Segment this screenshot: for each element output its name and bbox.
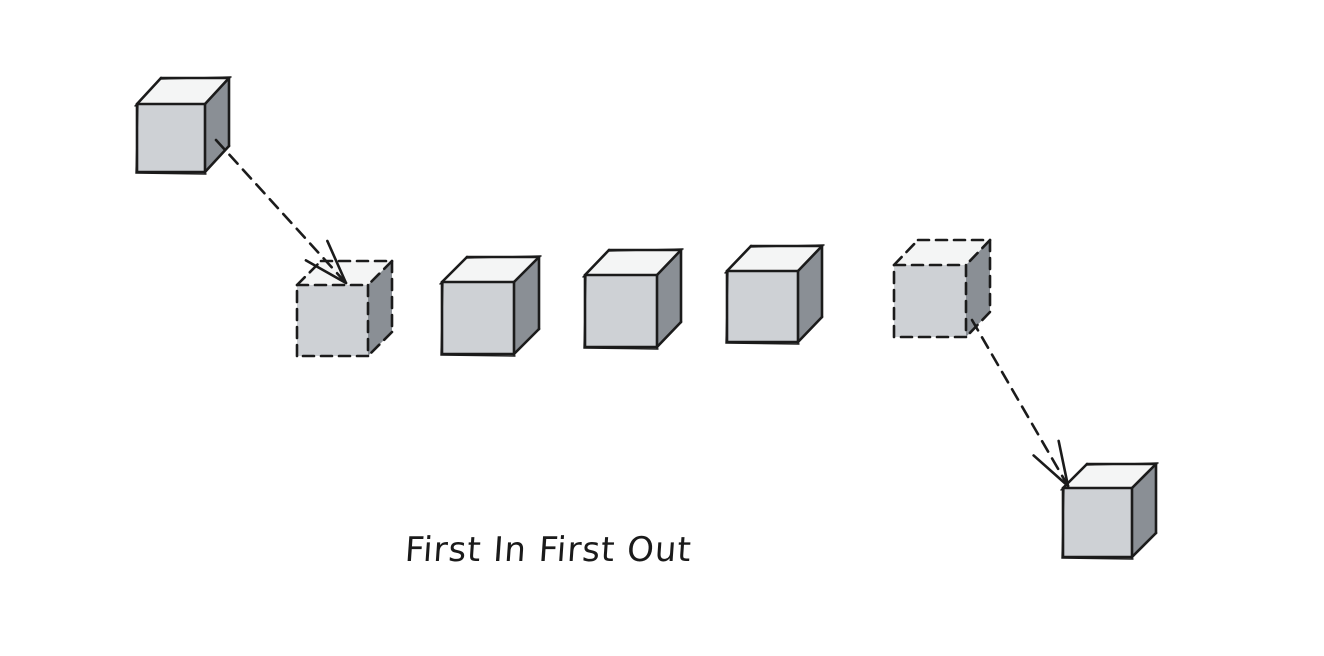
dequeue-arrow (970, 318, 1070, 488)
cube-edge (366, 259, 394, 287)
cube-sketch-stroke (582, 248, 684, 278)
cube-front-face (1063, 488, 1132, 557)
cube-edge (203, 144, 231, 174)
cube-top-face (442, 257, 539, 282)
cube-edge (655, 320, 683, 349)
cube-front-face (894, 265, 966, 337)
queue-cube-3 (724, 244, 825, 345)
cube-top-face (297, 261, 392, 285)
arrow-shaft (214, 138, 348, 285)
queue-slot-enqueue-cube (295, 259, 394, 358)
cube-top-face (894, 240, 990, 265)
cube-side-face (798, 246, 822, 342)
cube-edge (366, 330, 394, 358)
cube-top-face (585, 250, 681, 275)
arrow-head-stroke (1032, 454, 1070, 488)
cube-edge (295, 259, 323, 287)
cube-side-face (1132, 464, 1156, 557)
incoming-cube (134, 76, 232, 175)
arrow-head-stroke (1057, 439, 1070, 488)
cube-sketch-stroke (134, 76, 232, 107)
cube-sketch-stroke (1061, 486, 1134, 560)
cube-edge (512, 327, 541, 356)
cube-side-face (657, 250, 681, 347)
cube-edge (796, 244, 824, 273)
cube-side-face (966, 240, 990, 337)
cube-edge (512, 255, 541, 284)
cube-side-face (514, 257, 539, 354)
cube-top-face (727, 246, 822, 271)
cube-edge (655, 248, 683, 277)
cube-edge (964, 310, 992, 339)
cube-front-face (442, 282, 514, 354)
queue-cube-2 (582, 248, 684, 350)
cube-edge (1130, 462, 1158, 490)
arrow-head-stroke (304, 259, 348, 285)
cube-front-face (727, 271, 798, 342)
queue-slot-dequeue-cube (892, 238, 992, 339)
cube-edge (1130, 531, 1158, 559)
cube-edge (203, 76, 231, 106)
enqueue-arrow (214, 138, 348, 285)
arrow-head-stroke (326, 239, 348, 285)
outgoing-cube (1060, 462, 1159, 560)
cube-top-face (137, 78, 229, 104)
arrow-shaft (970, 318, 1070, 488)
cube-sketch-stroke (440, 280, 516, 357)
cube-sketch-stroke (583, 273, 659, 350)
cube-edge (796, 315, 824, 344)
cube-front-face (585, 275, 657, 347)
cube-sketch-stroke (724, 244, 825, 274)
cube-sketch-stroke (725, 269, 800, 345)
cube-front-face (137, 104, 205, 172)
cube-sketch-stroke (439, 255, 542, 285)
cube-top-face (1063, 464, 1156, 488)
cube-edge (892, 238, 920, 267)
diagram-caption: First In First Out (403, 530, 694, 570)
cube-front-face (297, 285, 368, 356)
cube-edge (964, 238, 992, 267)
queue-cube-1 (439, 255, 542, 357)
cube-sketch-stroke (135, 102, 207, 175)
cube-side-face (368, 261, 392, 356)
cube-sketch-stroke (1060, 462, 1159, 491)
